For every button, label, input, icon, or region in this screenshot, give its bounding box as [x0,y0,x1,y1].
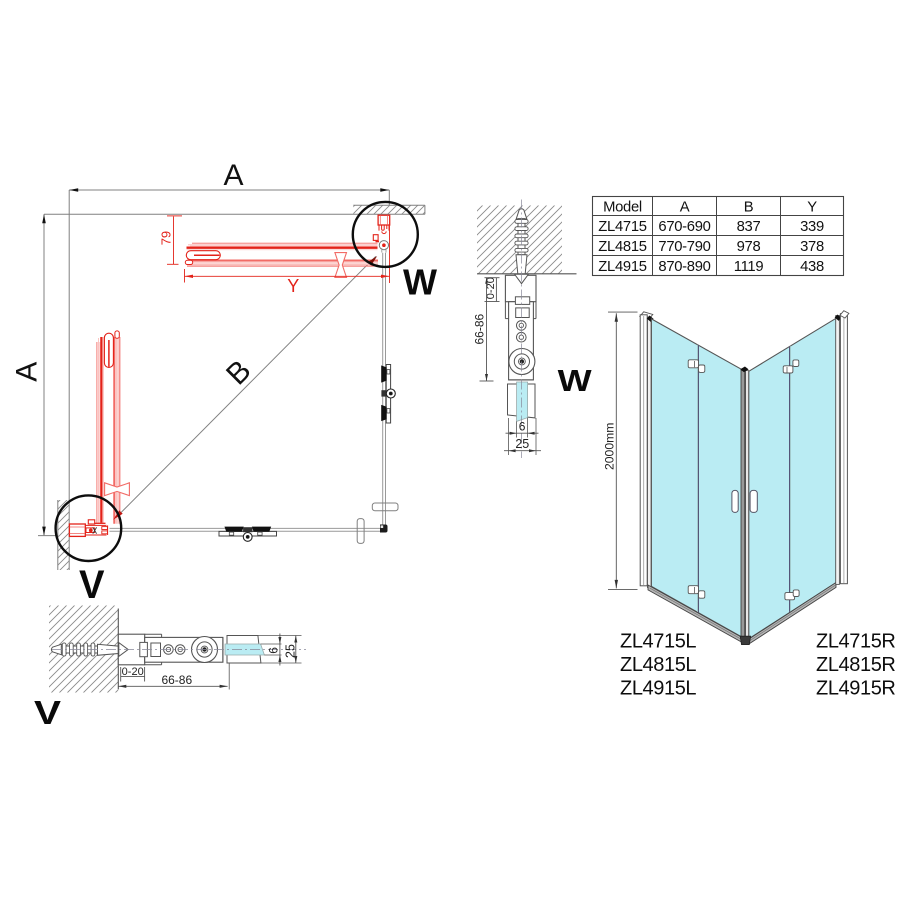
svg-text:66-86: 66-86 [161,673,192,687]
svg-text:ZL4815R: ZL4815R [816,654,895,676]
svg-text:W: W [403,262,437,303]
svg-text:25: 25 [284,644,298,658]
svg-text:378: 378 [800,239,824,255]
svg-text:66-86: 66-86 [473,313,487,344]
svg-text:438: 438 [800,259,824,275]
svg-text:25: 25 [515,437,529,451]
svg-text:B: B [744,199,754,215]
svg-text:670-690: 670-690 [658,219,710,235]
svg-text:ZL4915: ZL4915 [598,259,646,275]
svg-text:770-790: 770-790 [658,239,710,255]
svg-text:A: A [223,159,243,192]
svg-text:870-890: 870-890 [658,259,710,275]
svg-text:Y: Y [807,199,817,215]
svg-text:837: 837 [737,219,761,235]
svg-text:978: 978 [737,239,761,255]
svg-text:ZL4715: ZL4715 [598,219,646,235]
svg-text:W: W [558,363,593,398]
svg-text:ZL4815: ZL4815 [598,239,646,255]
svg-text:V: V [79,563,105,607]
svg-text:ZL4915L: ZL4915L [620,677,696,699]
svg-text:Y: Y [287,276,299,296]
svg-text:Model: Model [603,199,642,215]
svg-text:A: A [680,199,690,215]
svg-text:ZL4715L: ZL4715L [620,631,696,653]
svg-text:0-20: 0-20 [485,277,497,299]
svg-text:ZL4915R: ZL4915R [816,677,895,699]
svg-text:6: 6 [267,647,281,654]
svg-text:A: A [11,362,44,382]
svg-text:2000mm: 2000mm [603,423,617,470]
svg-text:6: 6 [519,420,526,434]
svg-text:ZL4715R: ZL4715R [816,631,895,653]
svg-text:0-20: 0-20 [122,666,144,678]
svg-text:339: 339 [800,219,824,235]
svg-text:V: V [34,695,62,732]
svg-text:1119: 1119 [734,259,764,275]
svg-text:ZL4815L: ZL4815L [620,654,696,676]
svg-text:79: 79 [159,231,174,245]
